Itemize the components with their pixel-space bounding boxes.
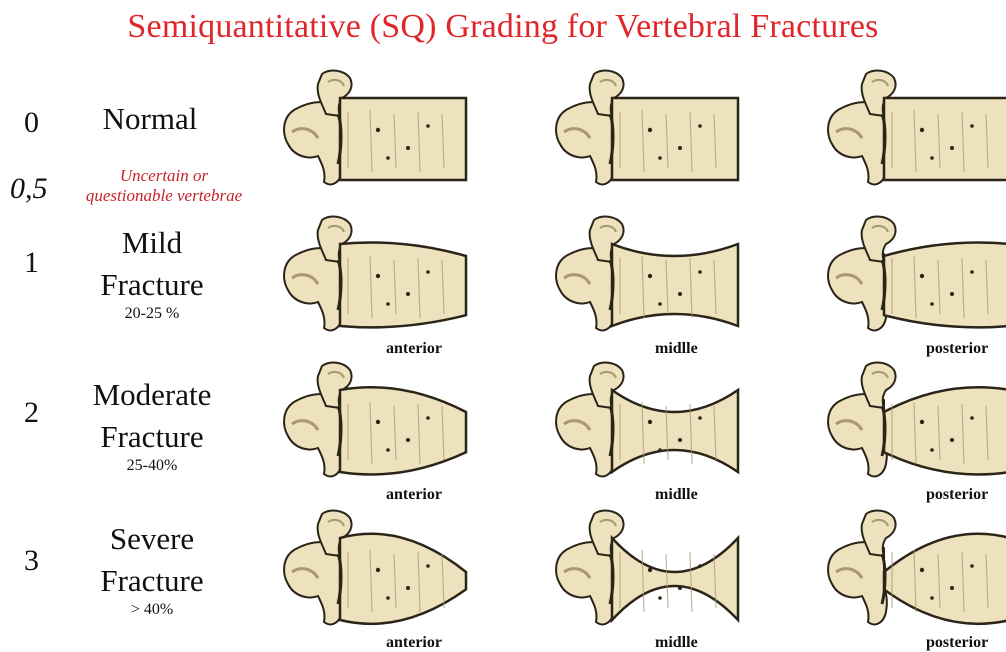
grade-label-line: Normal	[80, 98, 220, 140]
fracture-location-caption: posterior	[926, 340, 988, 358]
grade-label-line: Severe	[72, 518, 232, 560]
grade-number-2: 2	[24, 396, 39, 430]
uncertain-label: Uncertain or questionable vertebrae	[56, 166, 272, 206]
grade-percent-3: > 40%	[72, 600, 232, 620]
grade-label-2: Moderate Fracture 25-40%	[62, 374, 242, 476]
vertebra-illustration	[550, 214, 740, 339]
vertebra-illustration	[278, 68, 468, 193]
vertebra-illustration	[822, 508, 1006, 633]
vertebra-illustration	[278, 508, 468, 633]
vertebra-illustration	[278, 360, 468, 485]
vertebra-illustration	[550, 360, 740, 485]
grade-number-0: 0	[24, 106, 39, 140]
grade-label-1: Mild Fracture 20-25 %	[72, 222, 232, 324]
uncertain-line-2: questionable vertebrae	[56, 186, 272, 206]
vertebra-illustration	[822, 214, 1006, 339]
grade-label-line: Moderate	[62, 374, 242, 416]
grade-label-line: Fracture	[72, 264, 232, 306]
fracture-location-caption: midlle	[655, 634, 698, 652]
uncertain-line-1: Uncertain or	[56, 166, 272, 186]
vertebra-illustration	[822, 68, 1006, 193]
grade-number-uncertain: 0,5	[10, 172, 48, 206]
grade-label-line: Fracture	[62, 416, 242, 458]
grade-label-line: Mild	[72, 222, 232, 264]
grade-label-line: Fracture	[72, 560, 232, 602]
fracture-location-caption: posterior	[926, 634, 988, 652]
fracture-location-caption: posterior	[926, 486, 988, 504]
fracture-location-caption: anterior	[386, 634, 442, 652]
grade-percent-2: 25-40%	[62, 456, 242, 476]
diagram-title: Semiquantitative (SQ) Grading for Verteb…	[0, 8, 1006, 46]
fracture-location-caption: anterior	[386, 340, 442, 358]
grade-label-0: Normal	[80, 98, 220, 140]
grade-number-3: 3	[24, 544, 39, 578]
vertebra-illustration	[822, 360, 1006, 485]
grade-label-3: Severe Fracture > 40%	[72, 518, 232, 620]
vertebra-illustration	[278, 214, 468, 339]
fracture-location-caption: midlle	[655, 340, 698, 358]
fracture-location-caption: midlle	[655, 486, 698, 504]
vertebra-illustration	[550, 508, 740, 633]
grade-percent-1: 20-25 %	[72, 304, 232, 324]
vertebra-illustration	[550, 68, 740, 193]
grade-number-1: 1	[24, 246, 39, 280]
fracture-location-caption: anterior	[386, 486, 442, 504]
